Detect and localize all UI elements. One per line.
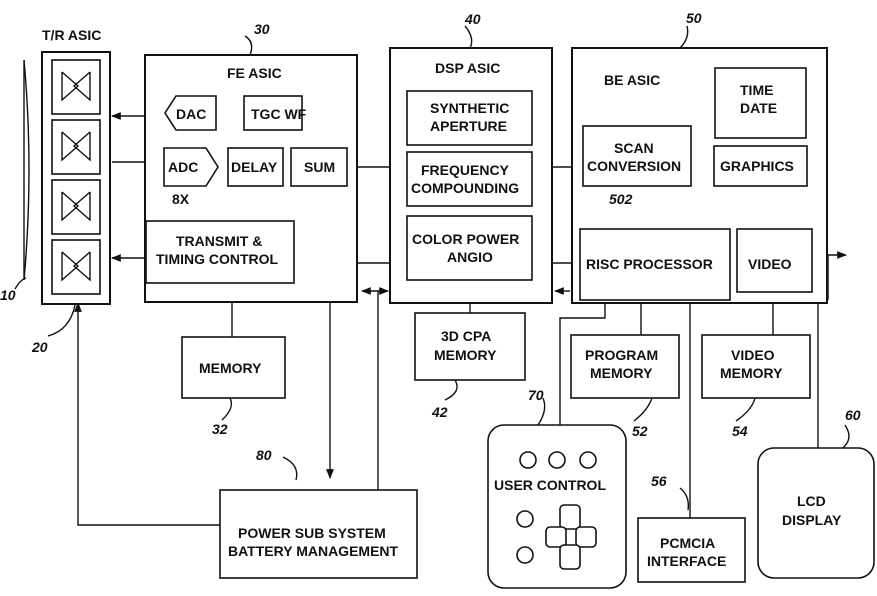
ref-70: 70	[528, 387, 544, 403]
ref-10: 10	[0, 287, 16, 303]
adc-count: 8X	[172, 191, 190, 207]
synthetic-label-1: SYNTHETIC	[430, 100, 509, 116]
be-asic-block: BE ASIC TIME DATE SCAN CONVERSION GRAPHI…	[572, 48, 827, 303]
scan-conversion-block	[583, 126, 691, 186]
ref-502: 502	[609, 191, 633, 207]
transmit-label-1: TRANSMIT &	[176, 233, 262, 249]
frequency-label-2: COMPOUNDING	[411, 180, 519, 196]
ref-60: 60	[845, 407, 861, 423]
ref-50: 50	[686, 10, 702, 26]
sum-label: SUM	[304, 159, 335, 175]
risc-label: RISC PROCESSOR	[586, 256, 713, 272]
frequency-compounding-block	[407, 152, 532, 206]
color-power-angio-block	[407, 216, 532, 280]
dsp-asic-block: DSP ASIC SYNTHETIC APERTURE FREQUENCY CO…	[390, 48, 552, 303]
video-memory-label-1: VIDEO	[731, 347, 775, 363]
user-control-label: USER CONTROL	[494, 477, 606, 493]
pcmcia-label-1: PCMCIA	[660, 535, 715, 551]
memory-label: MEMORY	[199, 360, 262, 376]
scan-label-1: SCAN	[614, 140, 654, 156]
control-button-icon	[520, 452, 536, 468]
program-label-2: MEMORY	[590, 365, 653, 381]
power-label-1: POWER SUB SYSTEM	[238, 525, 386, 541]
synthetic-label-2: APERTURE	[430, 118, 507, 134]
frequency-label-1: FREQUENCY	[421, 162, 510, 178]
tgc-wf-label: TGC WF	[251, 106, 307, 122]
dsp-asic-label: DSP ASIC	[435, 60, 500, 76]
time-label-1: TIME	[740, 82, 773, 98]
cpa-label-2: MEMORY	[434, 347, 497, 363]
dac-label: DAC	[176, 106, 206, 122]
transmit-label-2: TIMING CONTROL	[156, 251, 279, 267]
ref-52: 52	[632, 423, 648, 439]
tr-asic-block: T/R ASIC	[42, 27, 110, 304]
cpa-label-1: 3D CPA	[441, 328, 491, 344]
color-label-1: COLOR POWER	[412, 231, 519, 247]
ref-32: 32	[212, 421, 228, 437]
time-label-2: DATE	[740, 100, 777, 116]
color-label-2: ANGIO	[447, 249, 493, 265]
ref-56: 56	[651, 473, 667, 489]
video-label: VIDEO	[748, 256, 792, 272]
ref-40: 40	[464, 11, 481, 27]
adc-label: ADC	[168, 159, 198, 175]
fe-asic-label: FE ASIC	[227, 65, 282, 81]
control-button-icon	[517, 547, 533, 563]
graphics-label: GRAPHICS	[720, 158, 794, 174]
ref-30: 30	[254, 21, 270, 37]
pcmcia-label-2: INTERFACE	[647, 553, 726, 569]
video-memory-label-2: MEMORY	[720, 365, 783, 381]
user-control-panel: USER CONTROL	[488, 425, 626, 588]
control-button-icon	[517, 511, 533, 527]
control-button-icon	[549, 452, 565, 468]
control-button-icon	[580, 452, 596, 468]
be-asic-label: BE ASIC	[604, 72, 660, 88]
fe-asic-block: FE ASIC DAC TGC WF ADC 8X DELAY SUM TRAN…	[145, 55, 357, 302]
scan-label-2: CONVERSION	[587, 158, 681, 174]
ref-20: 20	[31, 339, 48, 355]
ref-54: 54	[732, 423, 748, 439]
lcd-label-2: DISPLAY	[782, 512, 842, 528]
tr-asic-label: T/R ASIC	[42, 27, 101, 43]
ref-42: 42	[431, 404, 448, 420]
power-label-2: BATTERY MANAGEMENT	[228, 543, 399, 559]
ref-80: 80	[256, 447, 272, 463]
lcd-label-1: LCD	[797, 493, 826, 509]
program-label-1: PROGRAM	[585, 347, 658, 363]
delay-label: DELAY	[231, 159, 278, 175]
